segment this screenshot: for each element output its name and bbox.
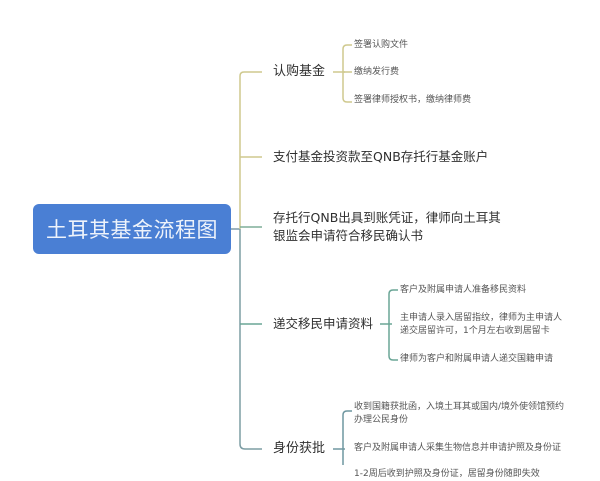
branch-pay-investment[interactable]: 支付基金投资款至QNB存托行基金账户 (273, 148, 488, 166)
root-label: 土耳其基金流程图 (46, 218, 218, 242)
branch-label: 支付基金投资款至QNB存托行基金账户 (273, 149, 489, 164)
child-node[interactable]: 律师为客户和附属申请人递交国籍申请 (400, 353, 553, 366)
branch-label: 认购基金 (273, 64, 326, 79)
child-label: 签署认购文件 (354, 40, 409, 50)
child-label-line: 办理公民身份 (354, 415, 409, 425)
child-node[interactable]: 签署认购文件 (354, 39, 408, 52)
branch-identity-approved[interactable]: 身份获批 (273, 440, 325, 458)
child-label-line: 收到国籍获批函，入境土耳其或国内/境外使领馆预约 (354, 402, 565, 412)
child-node[interactable]: 签署律师授权书，缴纳律师费 (354, 94, 471, 107)
child-label: 签署律师授权书，缴纳律师费 (354, 95, 472, 105)
branch-label: 递交移民申请资料 (273, 316, 374, 331)
child-label: 缴纳发行费 (354, 67, 400, 77)
connector-lines (231, 44, 398, 465)
child-label: 客户及附属申请人准备移民资料 (400, 285, 527, 295)
branch-label: 身份获批 (273, 441, 326, 456)
branch-deposit-confirmation[interactable]: 存托行QNB出具到账凭证，律师向土耳其 银监会申请符合移民确认书 (273, 209, 501, 245)
child-node[interactable]: 收到国籍获批函，入境土耳其或国内/境外使领馆预约 办理公民身份 (354, 401, 564, 427)
child-node[interactable]: 1-2周后收到护照及身份证，居留身份随即失效 (354, 468, 540, 481)
child-label: 1-2周后收到护照及身份证，居留身份随即失效 (354, 469, 540, 479)
root-node[interactable]: 土耳其基金流程图 (33, 204, 231, 254)
child-label: 律师为客户和附属申请人递交国籍申请 (400, 354, 554, 364)
child-node[interactable]: 主申请人录入居留指纹，律师为主申请人 递交居留许可，1个月左右收到居留卡 (400, 312, 562, 338)
branch-submit-immigration[interactable]: 递交移民申请资料 (273, 315, 373, 333)
branch-label-line: 存托行QNB出具到账凭证，律师向土耳其 (273, 210, 501, 225)
child-label-line: 递交居留许可，1个月左右收到居留卡 (400, 326, 550, 336)
branch-subscribe-fund[interactable]: 认购基金 (273, 63, 325, 81)
branch-label-line: 银监会申请符合移民确认书 (273, 228, 424, 243)
child-label: 客户及附属申请人采集生物信息并申请护照及身份证 (354, 443, 562, 453)
child-node[interactable]: 客户及附属申请人采集生物信息并申请护照及身份证 (354, 442, 561, 455)
child-node[interactable]: 缴纳发行费 (354, 66, 399, 79)
child-node[interactable]: 客户及附属申请人准备移民资料 (400, 284, 526, 297)
child-label-line: 主申请人录入居留指纹，律师为主申请人 (400, 313, 563, 323)
